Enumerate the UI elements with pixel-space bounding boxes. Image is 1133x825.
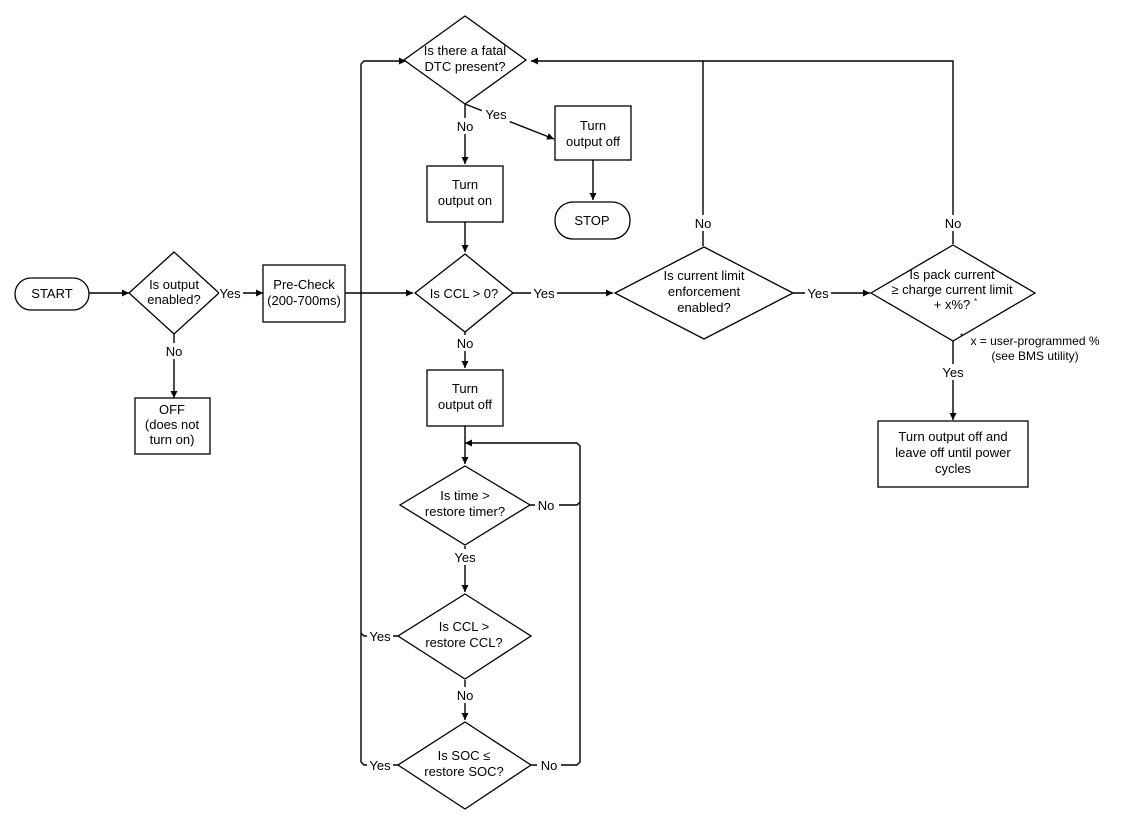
- label-ccl-restore-yes: Yes: [369, 629, 391, 644]
- fatal-dtc-line-2: DTC present?: [425, 59, 506, 74]
- off-box: OFF (does not turn on): [134, 397, 211, 455]
- label-dtc-yes: Yes: [485, 107, 507, 122]
- turn-off-top-line-1: Turn: [580, 118, 606, 133]
- edge-soc-yes-loop: [360, 633, 398, 766]
- start-terminal: START: [14, 277, 90, 311]
- turn-off-mid-box: Turn output off: [426, 369, 504, 427]
- decision-time-restore: Is time > restore timer?: [398, 465, 532, 546]
- turn-off-power-box: Turn output off and leave off until powe…: [877, 420, 1029, 488]
- edge-labels: Yes No Yes No Yes No No Yes No Yes No Ye…: [162, 106, 966, 773]
- turn-off-top-line-2: output off: [566, 134, 620, 149]
- label-dtc-no: No: [457, 119, 474, 134]
- turn-off-power-line-1: Turn output off and: [898, 429, 1007, 444]
- off-line-2: (does not: [145, 417, 200, 432]
- label-pack-current-no: No: [945, 216, 962, 231]
- decision-fatal-dtc: Is there a fatal DTC present?: [402, 15, 528, 105]
- output-enabled-line-2: enabled?: [147, 292, 201, 307]
- ccl-gt-0-label: Is CCL > 0?: [430, 286, 499, 301]
- turn-on-box: Turn output on: [426, 165, 504, 223]
- connectors: [89, 57, 957, 766]
- soc-restore-line-1: Is SOC ≤: [438, 748, 491, 763]
- fatal-dtc-line-1: Is there a fatal: [424, 43, 506, 58]
- turn-off-mid-line-1: Turn: [452, 381, 478, 396]
- decision-enforcement: Is current limit enforcement enabled?: [613, 246, 795, 340]
- decision-soc-restore: Is SOC ≤ restore SOC?: [396, 721, 533, 810]
- decision-pack-current: Is pack current ≥ charge current limit +…: [869, 244, 1037, 342]
- label-soc-yes: Yes: [369, 758, 391, 773]
- decision-output-enabled: Is output enabled?: [128, 251, 220, 335]
- label-ccl-no: No: [457, 336, 474, 351]
- turn-on-line-2: output on: [438, 193, 492, 208]
- label-ccl-yes: Yes: [533, 286, 555, 301]
- off-line-3: turn on): [150, 432, 195, 447]
- enforcement-line-1: Is current limit: [664, 268, 745, 283]
- precheck-line-2: (200-700ms): [267, 293, 341, 308]
- edge-time-no-loop: [465, 439, 581, 506]
- footnote-line-2: (see BMS utility): [991, 349, 1078, 363]
- soc-restore-line-2: restore SOC?: [424, 764, 503, 779]
- footnote-marker: *: [960, 332, 963, 341]
- label-time-no: No: [538, 498, 555, 513]
- output-enabled-line-1: Is output: [149, 277, 199, 292]
- enforcement-line-2: enforcement: [668, 284, 741, 299]
- label-enabled-no: No: [166, 344, 183, 359]
- turn-on-line-1: Turn: [452, 177, 478, 192]
- label-pack-current-yes: Yes: [942, 365, 964, 380]
- edge-ccl-restore-yes-loop: [360, 57, 406, 637]
- label-soc-no: No: [541, 758, 558, 773]
- label-time-yes: Yes: [454, 550, 476, 565]
- decision-ccl-restore: Is CCL > restore CCL?: [396, 593, 533, 680]
- turn-off-top-box: Turn output off: [554, 105, 632, 161]
- turn-off-power-line-2: leave off until power: [895, 445, 1011, 460]
- decision-ccl-gt-0: Is CCL > 0?: [413, 253, 515, 333]
- precheck-box: Pre-Check (200-700ms): [262, 264, 346, 323]
- stop-label: STOP: [574, 213, 609, 228]
- pack-current-line-2: ≥ charge current limit: [891, 282, 1013, 297]
- label-enforcement-no: No: [695, 216, 712, 231]
- pack-current-line-3: + x%?: [934, 297, 971, 312]
- start-label: START: [31, 286, 72, 301]
- time-restore-line-1: Is time >: [440, 488, 490, 503]
- precheck-line-1: Pre-Check: [273, 277, 335, 292]
- pack-current-asterisk: *: [974, 297, 977, 306]
- edge-pack-current-no-loop: [703, 60, 954, 244]
- label-enabled-yes: Yes: [219, 286, 241, 301]
- ccl-restore-line-1: Is CCL >: [439, 619, 489, 634]
- footnote-line-1: x = user-programmed %: [970, 334, 1099, 348]
- turn-off-power-line-3: cycles: [935, 461, 972, 476]
- enforcement-line-3: enabled?: [677, 300, 731, 315]
- stop-terminal: STOP: [554, 201, 631, 240]
- edge-soc-no-loop: [530, 502, 581, 766]
- ccl-restore-line-2: restore CCL?: [425, 635, 502, 650]
- label-ccl-restore-no: No: [457, 688, 474, 703]
- label-enforcement-yes: Yes: [807, 286, 829, 301]
- turn-off-mid-line-2: output off: [438, 397, 492, 412]
- footnote: * x = user-programmed % (see BMS utility…: [960, 332, 1100, 363]
- pack-current-line-1: Is pack current: [909, 267, 995, 282]
- time-restore-line-2: restore timer?: [425, 504, 505, 519]
- off-line-1: OFF: [159, 402, 185, 417]
